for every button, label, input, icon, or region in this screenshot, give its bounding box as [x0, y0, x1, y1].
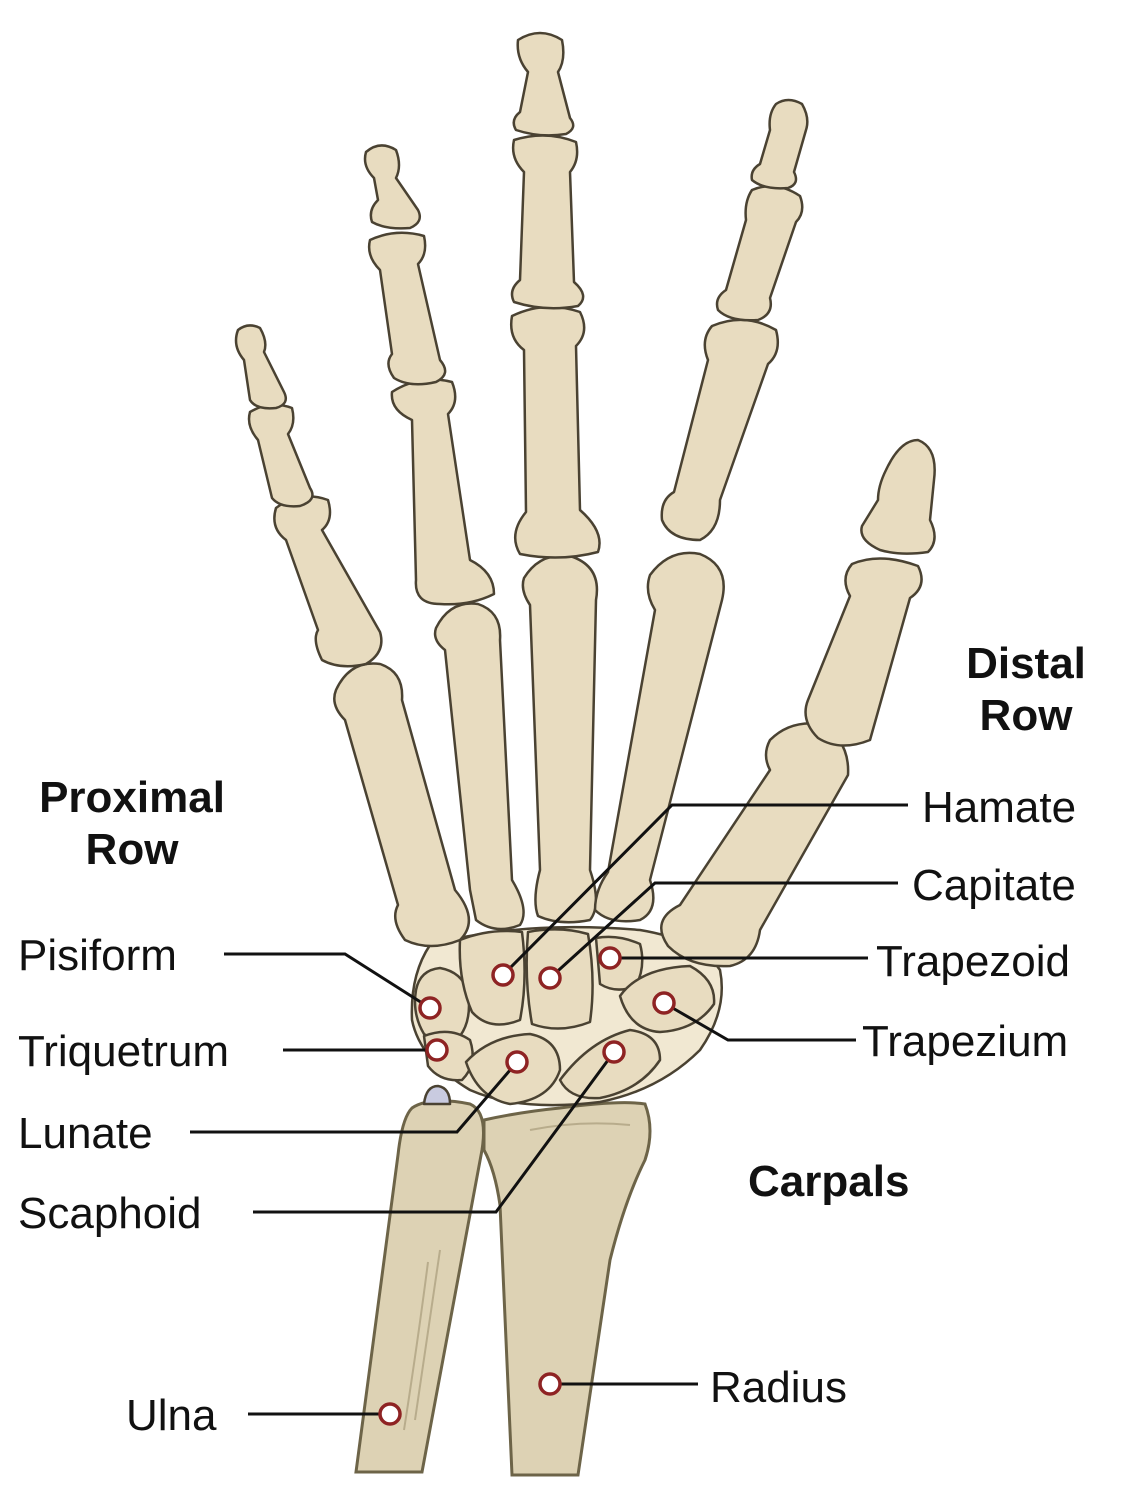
- scaphoid-label: Scaphoid: [18, 1189, 202, 1238]
- trapezoid-label: Trapezoid: [876, 937, 1071, 986]
- pisiform-marker: [418, 996, 442, 1020]
- scaphoid-leader: [253, 1051, 616, 1214]
- middle-phalanges: [247, 134, 804, 508]
- ulna-label: Ulna: [126, 1391, 217, 1440]
- capitate-label: Capitate: [912, 861, 1076, 910]
- radius-bone: [482, 1101, 652, 1477]
- carpals-heading: Carpals: [748, 1157, 910, 1206]
- distal-row-heading-line2: Row: [979, 691, 1073, 740]
- proximal-row-heading: Proximal Row: [20, 776, 244, 872]
- scaphoid-marker: [602, 1040, 626, 1064]
- proximal-row-heading-line1: Proximal: [39, 773, 225, 822]
- lunate-label: Lunate: [18, 1109, 153, 1158]
- hamate-label: Hamate: [922, 783, 1077, 832]
- markers: [378, 946, 676, 1426]
- leader-lines: [190, 803, 908, 1416]
- pisiform-leader: [224, 952, 431, 1010]
- ulna-bone: [354, 1084, 485, 1474]
- distal-phalanges: [234, 31, 936, 555]
- lunate-leader: [190, 1061, 519, 1134]
- trapezoid-marker: [598, 946, 622, 970]
- distal-row-heading: Distal Row: [948, 642, 1104, 738]
- triquetrum-label: Triquetrum: [18, 1027, 230, 1076]
- ulna-marker: [378, 1402, 402, 1426]
- hamate-marker: [491, 963, 515, 987]
- radius-marker: [538, 1372, 562, 1396]
- triquetrum-marker: [425, 1038, 449, 1062]
- capitate-leader: [548, 881, 898, 980]
- capitate-marker: [538, 966, 562, 990]
- pisiform-label: Pisiform: [18, 931, 177, 980]
- trapezium-label: Trapezium: [862, 1017, 1069, 1066]
- proximal-row-heading-line2: Row: [85, 825, 179, 874]
- proximal-phalanges: [273, 305, 923, 747]
- hamate-leader: [501, 803, 908, 977]
- trapezium-leader: [663, 1001, 856, 1042]
- radius-label: Radius: [710, 1363, 847, 1412]
- distal-row-heading-line1: Distal: [966, 639, 1086, 688]
- metacarpals: [333, 551, 850, 968]
- lunate-marker: [505, 1050, 529, 1074]
- trapezium-marker: [652, 991, 676, 1015]
